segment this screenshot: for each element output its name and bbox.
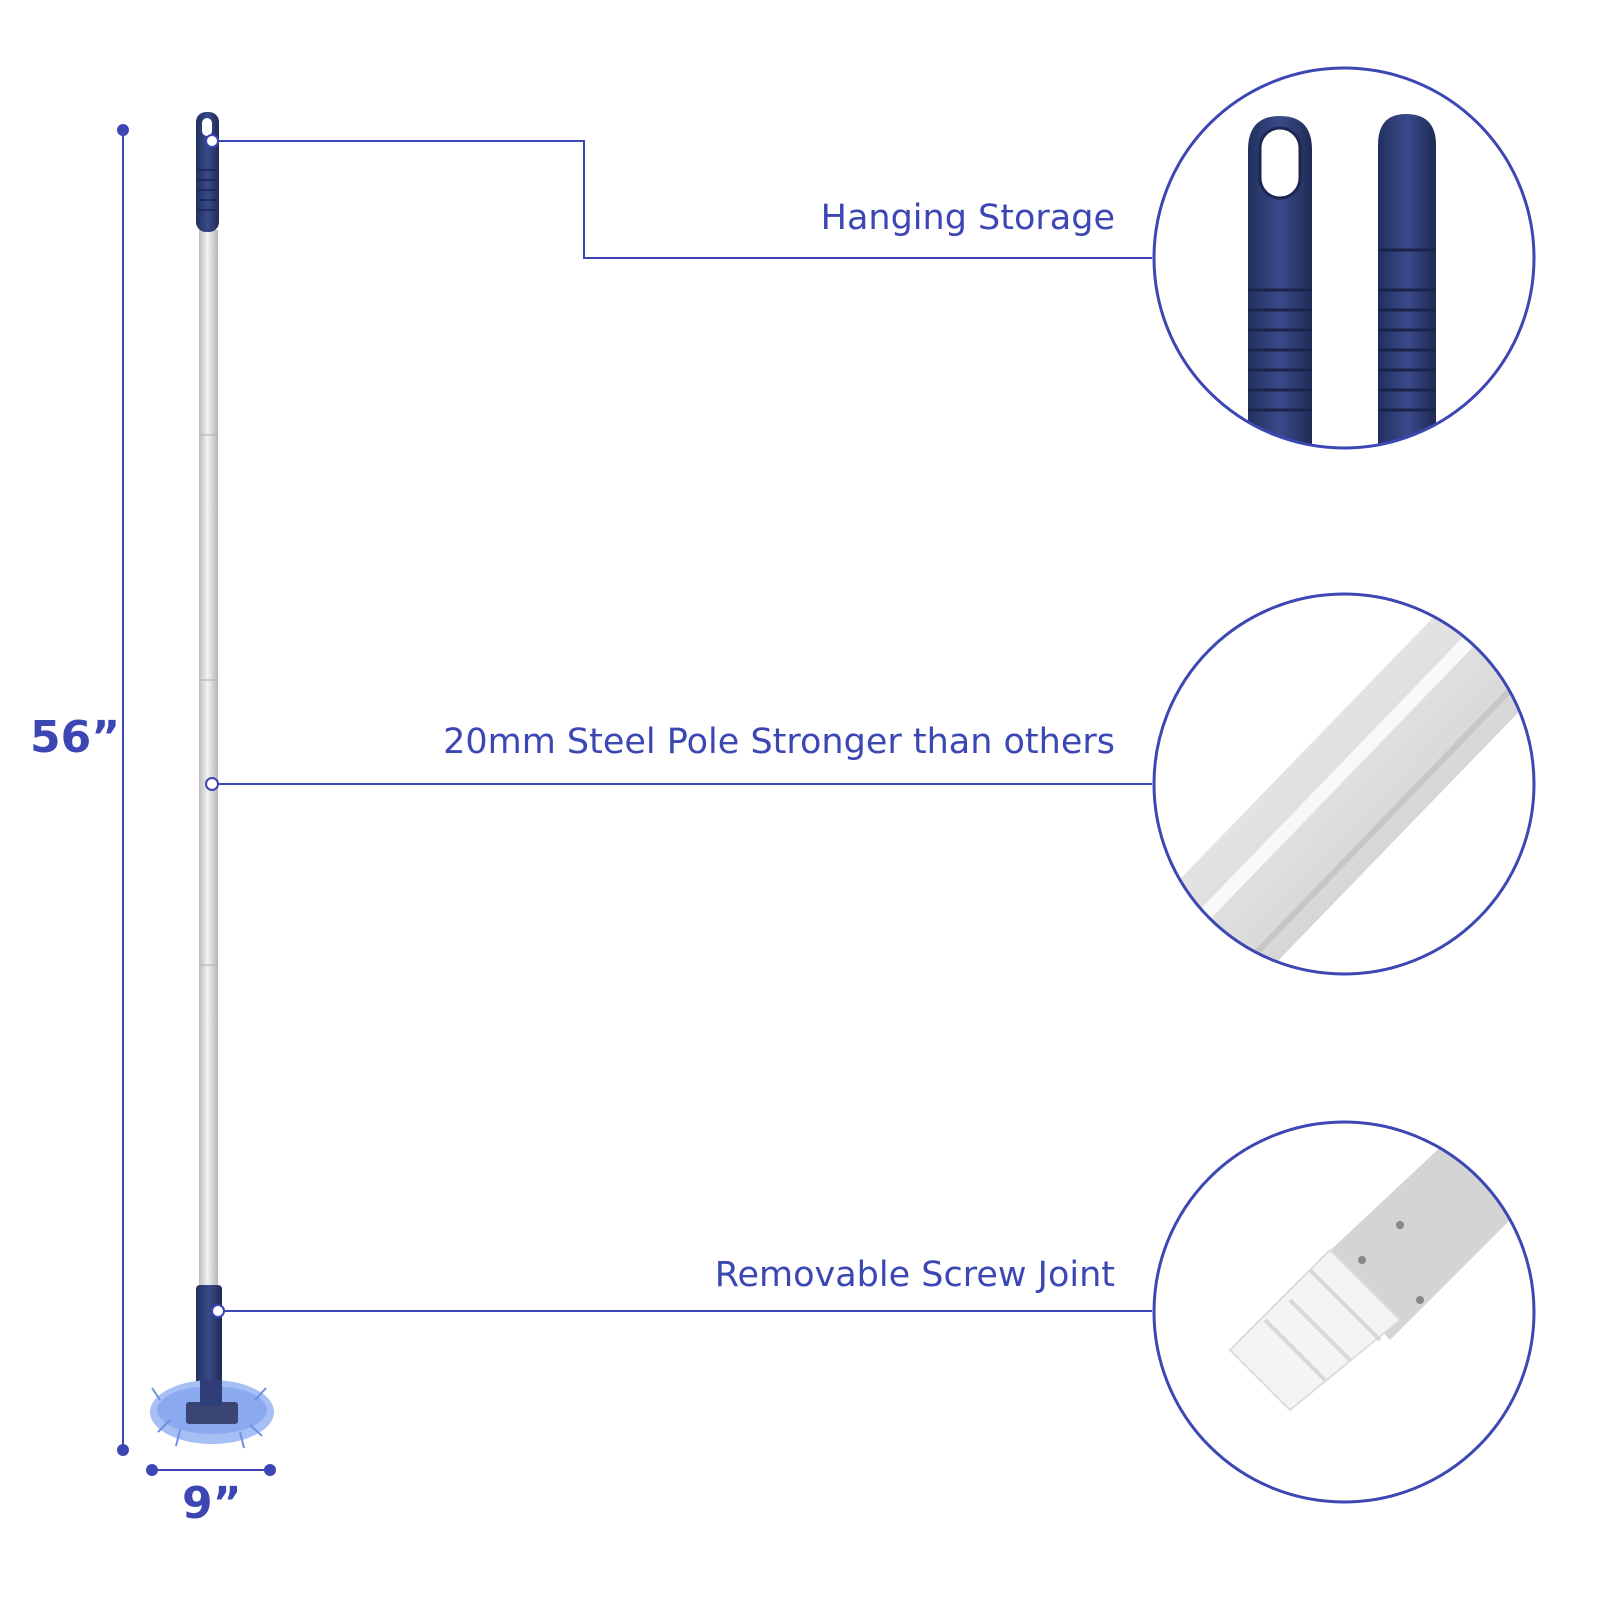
connector-lines	[205, 134, 1152, 1318]
detail-circle-hanging	[1152, 66, 1536, 450]
width-dimension	[146, 1464, 276, 1476]
hanging-handle	[196, 112, 219, 232]
product-brush-pole	[150, 112, 274, 1449]
callout-hanging-storage: Hanging Storage	[820, 198, 1115, 238]
height-label: 56”	[30, 712, 121, 763]
callout-screw-joint: Removable Screw Joint	[714, 1255, 1115, 1295]
width-label: 9”	[182, 1478, 242, 1529]
detail-circle-screw-joint	[1152, 1120, 1536, 1504]
brush-head	[150, 1380, 274, 1449]
callout-steel-pole: 20mm Steel Pole Stronger than others	[443, 722, 1115, 762]
height-dimension	[117, 124, 129, 1456]
detail-circle-steel-pole	[1152, 592, 1536, 976]
